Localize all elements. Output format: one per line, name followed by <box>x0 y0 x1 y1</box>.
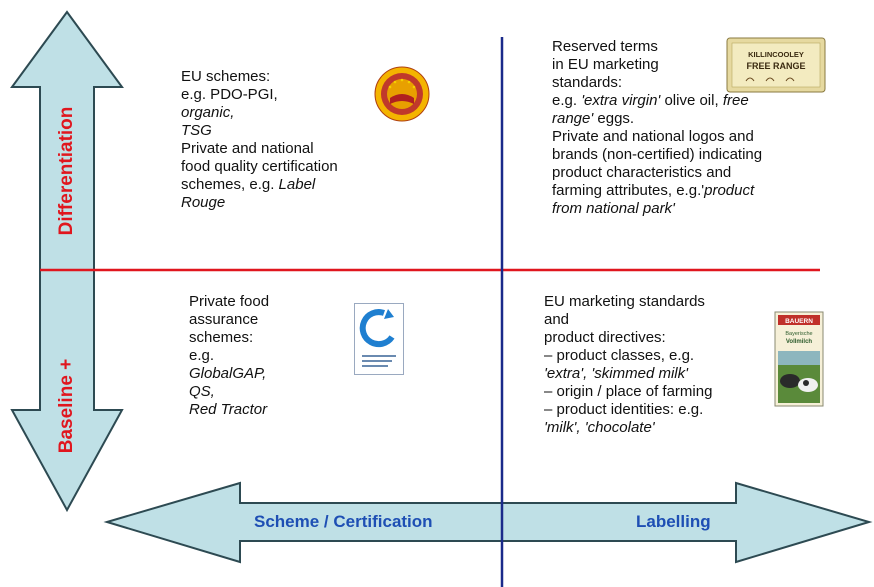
tl-line-7: schemes, e.g. Label <box>181 176 338 194</box>
bl-line-7: Red Tractor <box>189 401 268 418</box>
br-line-4: – product classes, e.g. <box>544 347 695 364</box>
horizontal-double-arrow <box>103 481 873 564</box>
milk-carton-image: BAUERN Bayerische Vollmilch <box>774 311 824 407</box>
tl-line-2: e.g. PDO-PGI, <box>181 86 278 103</box>
baseline-plus-axis-label: Baseline + <box>56 358 77 454</box>
eggs-logo-text-2: FREE RANGE <box>746 61 805 71</box>
tr-line-9: farming attributes, e.g.'product <box>552 182 762 200</box>
tr-line-7: brands (non-certified) indicating <box>552 146 763 163</box>
br-line-1: EU marketing standards <box>544 293 705 310</box>
tr-line-4b: 'extra virgin' <box>581 92 661 109</box>
tr-line-2: in EU marketing <box>552 56 659 73</box>
tl-line-7b: Label <box>278 176 316 193</box>
qs-certification-logo <box>354 303 404 375</box>
bl-line-1: Private food <box>189 293 270 310</box>
tr-line-9b: product <box>704 182 755 199</box>
tr-line-5b: eggs. <box>593 110 635 127</box>
tr-line-4c: olive oil, <box>660 92 723 109</box>
tl-line-1: EU schemes: <box>181 68 271 85</box>
bl-line-5: GlobalGAP, <box>189 365 267 382</box>
bl-line-3: schemes: <box>189 329 254 346</box>
differentiation-axis-label: Differentiation <box>56 106 77 236</box>
tr-line-8: product characteristics and <box>552 164 732 181</box>
tr-line-6: Private and national logos and <box>552 128 754 145</box>
milk-logo-text-3: Vollmilch <box>786 339 813 345</box>
tr-line-3: standards: <box>552 74 623 91</box>
tl-line-7a: schemes, e.g. <box>181 176 279 193</box>
quadrant-top-right-text: Reserved terms in EU marketing standards… <box>552 38 762 218</box>
free-range-eggs-logo: KILLINCOOLEY FREE RANGE <box>726 37 826 93</box>
bl-line-4: e.g. <box>189 347 215 364</box>
vertical-double-arrow <box>10 10 124 513</box>
tr-line-1: Reserved terms <box>552 38 658 55</box>
br-line-6: – origin / place of farming <box>544 383 713 400</box>
quadrant-bottom-right-text: EU marketing standards and product direc… <box>544 293 712 437</box>
tr-line-4d: free <box>722 92 749 109</box>
br-line-7: – product identities: e.g. <box>544 401 704 418</box>
eggs-logo-text-1: KILLINCOOLEY <box>748 50 804 59</box>
bl-line-2: assurance <box>189 311 259 328</box>
tr-line-9a: farming attributes, e.g.' <box>552 182 705 199</box>
tr-line-4: e.g. 'extra virgin' olive oil, free <box>552 92 762 110</box>
tl-line-8: Rouge <box>181 194 226 211</box>
milk-logo-text-1: BAUERN <box>785 318 813 325</box>
quadrant-bottom-left-text: Private food assurance schemes: e.g. Glo… <box>189 293 269 419</box>
br-line-8: 'milk', 'chocolate' <box>544 419 655 436</box>
labelling-axis-label: Labelling <box>636 512 711 531</box>
tl-line-3: organic, <box>181 104 235 121</box>
tl-line-4: TSG <box>181 122 212 139</box>
scheme-certification-axis-label: Scheme / Certification <box>254 512 433 531</box>
tl-line-5: Private and national <box>181 140 314 157</box>
tl-line-6: food quality certification <box>181 158 338 175</box>
tr-line-5: range' eggs. <box>552 110 762 128</box>
tr-line-4a: e.g. <box>552 92 582 109</box>
bl-line-6: QS, <box>189 383 215 400</box>
milk-logo-text-2: Bayerische <box>785 331 812 337</box>
br-line-3: product directives: <box>544 329 666 346</box>
quadrant-top-left-text: EU schemes: e.g. PDO-PGI, organic, TSG P… <box>181 68 338 212</box>
br-line-5: 'extra', 'skimmed milk' <box>544 365 688 382</box>
pdo-seal-logo <box>374 66 430 122</box>
tr-line-10: from national park' <box>552 200 675 217</box>
br-line-2: and <box>544 311 570 328</box>
tr-line-5a: range' <box>552 110 594 127</box>
